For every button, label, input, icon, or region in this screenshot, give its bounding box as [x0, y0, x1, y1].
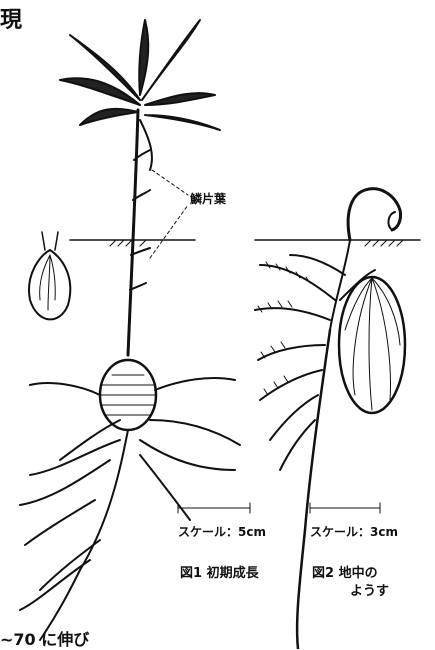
figure1-caption: 図1 初期成長 — [180, 562, 259, 581]
figure2-scale-label: スケール：3cm — [310, 523, 398, 540]
scale-leaf-label: 鱗片葉 — [190, 190, 226, 207]
header-fragment: 現 — [0, 2, 22, 34]
bottom-text-fragment: ~70 に伸び — [0, 626, 89, 650]
figure1-scale-label: スケール：5cm — [178, 523, 266, 540]
figure2-caption-line1: 図2 地中の — [312, 562, 378, 581]
seedling-figure1 — [20, 20, 250, 640]
figure2-caption-line2: ようす — [350, 580, 389, 599]
